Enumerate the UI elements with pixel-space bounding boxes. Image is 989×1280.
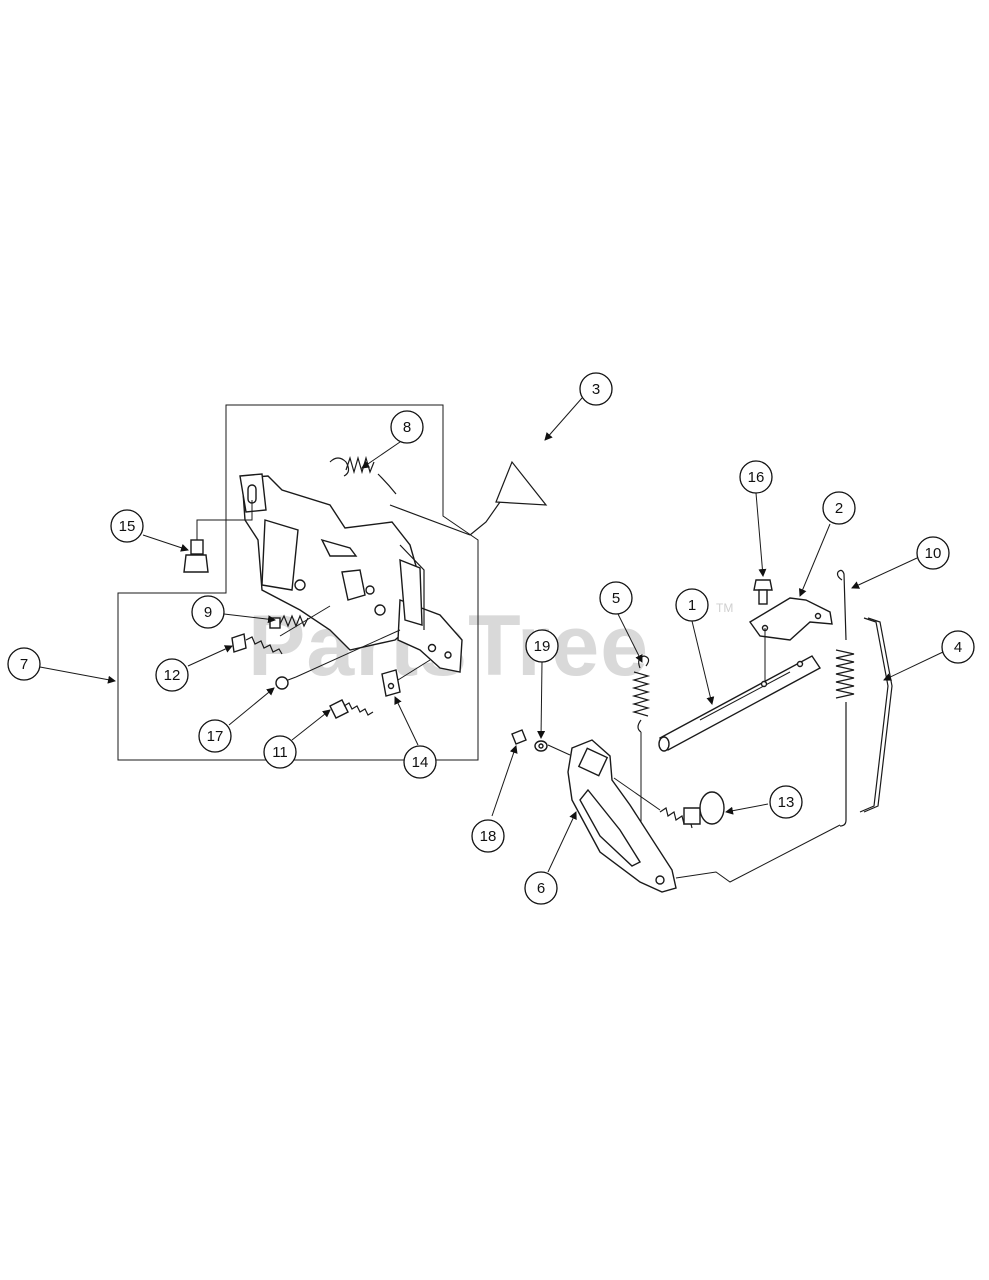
callout-4[interactable]: 4: [941, 630, 975, 664]
screw-16: [753, 579, 773, 605]
leader-lines: [39, 397, 944, 873]
callout-9[interactable]: 9: [191, 595, 225, 629]
washer-line: [547, 744, 571, 756]
bolt-13: [613, 777, 725, 829]
svg-text:12: 12: [164, 667, 181, 684]
callout-13[interactable]: 13: [769, 785, 803, 819]
screw-11: [329, 699, 374, 719]
callout-8[interactable]: 8: [390, 410, 424, 444]
svg-text:1: 1: [688, 597, 696, 614]
screw-12: [231, 605, 331, 655]
callout-19[interactable]: 19: [525, 629, 559, 663]
watermark-tm: TM: [716, 601, 733, 615]
callout-14[interactable]: 14: [403, 745, 437, 779]
bracket-2: [748, 597, 833, 690]
svg-text:4: 4: [954, 639, 962, 656]
callout-11[interactable]: 11: [263, 735, 297, 769]
svg-text:9: 9: [204, 604, 212, 621]
nut-18: [511, 729, 527, 745]
rod-4: [859, 617, 893, 813]
svg-text:2: 2: [835, 500, 843, 517]
svg-text:3: 3: [592, 381, 600, 398]
clip-14: [381, 659, 431, 697]
wire-link-3: [389, 460, 548, 536]
svg-text:10: 10: [925, 545, 942, 562]
svg-text:5: 5: [612, 590, 620, 607]
pedal-arm-6: [567, 739, 841, 893]
callout-10[interactable]: 10: [916, 536, 950, 570]
callout-6[interactable]: 6: [524, 871, 558, 905]
spring-10: [835, 569, 855, 827]
screw-17: [275, 629, 401, 690]
svg-text:17: 17: [207, 728, 224, 745]
callout-1[interactable]: 1: [675, 588, 709, 622]
svg-text:11: 11: [272, 744, 288, 761]
control-bracket: [239, 473, 463, 673]
subassembly-7-outline: [117, 404, 479, 761]
callouts: 1 2 3 4 5 6 7 8: [7, 372, 975, 905]
callout-16[interactable]: 16: [739, 460, 773, 494]
svg-text:16: 16: [748, 469, 765, 486]
bolt-15: [183, 500, 253, 573]
svg-text:18: 18: [480, 828, 497, 845]
washer-19: [534, 740, 548, 752]
svg-text:7: 7: [20, 656, 28, 673]
callout-3[interactable]: 3: [579, 372, 613, 406]
callout-17[interactable]: 17: [198, 719, 232, 753]
svg-text:13: 13: [778, 794, 795, 811]
svg-text:6: 6: [537, 880, 545, 897]
callout-5[interactable]: 5: [599, 581, 633, 615]
callout-15[interactable]: 15: [110, 509, 144, 543]
callout-2[interactable]: 2: [822, 491, 856, 525]
shaft-1: [658, 655, 822, 752]
svg-text:8: 8: [403, 419, 411, 436]
spring-8: [329, 455, 397, 495]
svg-text:15: 15: [119, 518, 136, 535]
callout-18[interactable]: 18: [471, 819, 505, 853]
svg-text:14: 14: [412, 754, 429, 771]
callout-12[interactable]: 12: [155, 658, 189, 692]
callout-7[interactable]: 7: [7, 647, 41, 681]
svg-text:19: 19: [534, 638, 551, 655]
